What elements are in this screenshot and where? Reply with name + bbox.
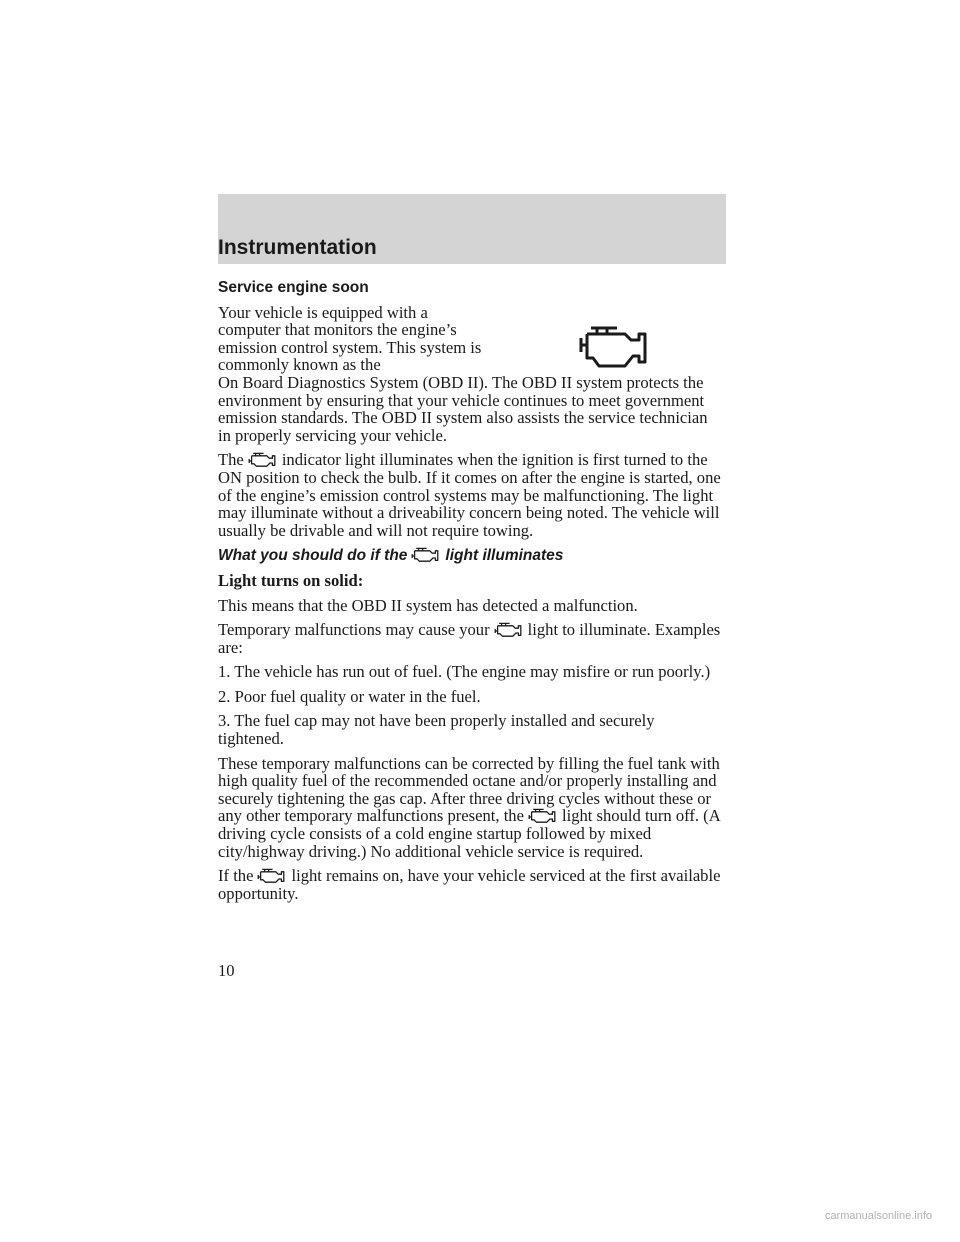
footer-watermark[interactable]: carmanualsonline.info: [824, 1210, 932, 1222]
check-engine-icon: [248, 453, 276, 468]
intro-block: Your vehicle is equipped with a computer…: [218, 302, 723, 375]
intro-text: Your vehicle is equipped with a computer…: [218, 302, 482, 375]
final-text-before: If the: [218, 866, 254, 886]
paragraph-text-after: indicator light illuminates when the ign…: [218, 450, 721, 540]
header-band: [218, 194, 726, 264]
temporary-text-before: Temporary malfunctions may cause your: [218, 620, 490, 640]
section-heading: Service engine soon: [218, 279, 369, 296]
correction-text-before: These temporary malfunctions can be corr…: [218, 753, 720, 826]
subheading-what-to-do: What you should do if the light illuminat…: [218, 546, 723, 565]
correction-paragraph: These temporary malfunctions can be corr…: [218, 753, 723, 861]
check-engine-icon: [258, 868, 285, 884]
intro-continuation: On Board Diagnostics System (OBD II). Th…: [218, 372, 708, 445]
section-title: Instrumentation: [218, 236, 377, 259]
paragraph-text-before: The: [218, 450, 244, 470]
solid-heading: Light turns on solid:: [218, 570, 364, 590]
subheading-text-after: light illuminates: [445, 547, 564, 565]
page-content: Service engine soon Your vehicle is equi…: [218, 279, 723, 909]
solid-text: This means that the OBD II system has de…: [218, 595, 638, 615]
final-text-after: light remains on, have your vehicle serv…: [218, 866, 721, 903]
page-number: 10: [218, 961, 235, 980]
check-engine-icon: [411, 548, 439, 563]
example-item-2: 2. Poor fuel quality or water in the fue…: [218, 686, 481, 706]
example-item-3: 3. The fuel cap may not have been proper…: [218, 711, 655, 749]
correction-text-after: light should turn off. (A driving cycle …: [218, 806, 720, 861]
check-engine-icon: [579, 326, 647, 368]
example-item-1: 1. The vehicle has run out of fuel. (The…: [218, 662, 711, 682]
subheading-text-before: What you should do if the: [218, 547, 408, 565]
temporary-text-after: light to illuminate. Examples are:: [218, 620, 721, 657]
check-engine-icon: [494, 622, 522, 637]
check-engine-icon: [528, 809, 556, 824]
